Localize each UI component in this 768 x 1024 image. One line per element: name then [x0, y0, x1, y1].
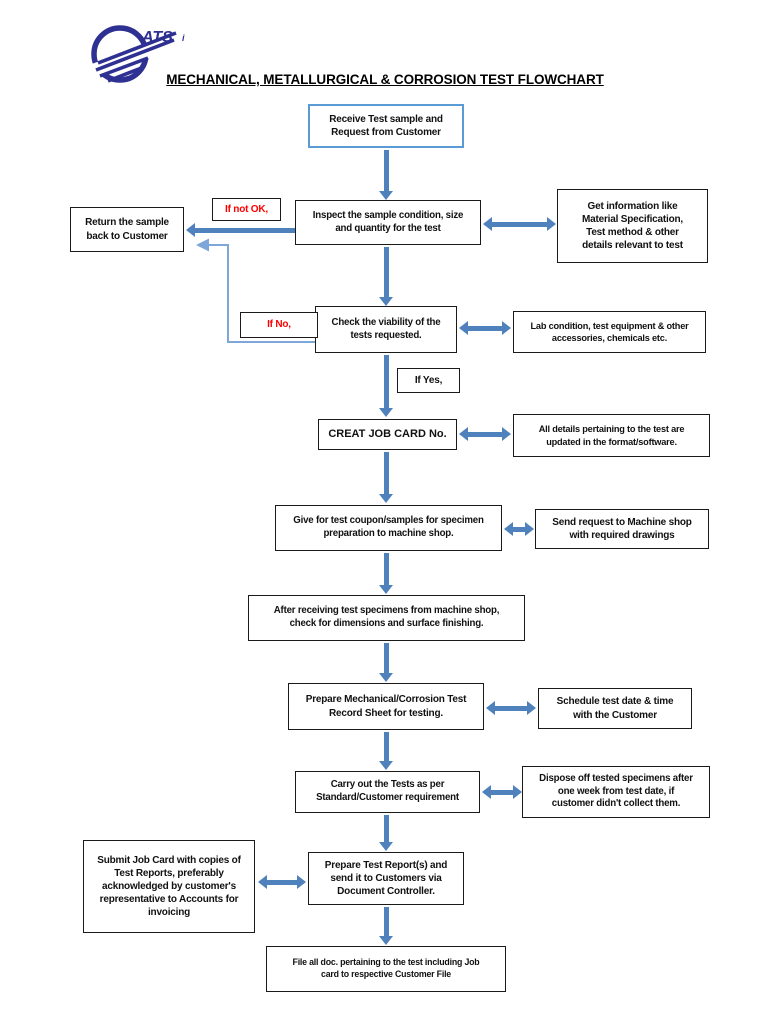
node-inspect-sample: Inspect the sample condition, size and q… — [295, 200, 481, 245]
arrow-check-lab — [459, 321, 511, 335]
arrow-jobcard-to-give — [379, 452, 393, 503]
node-return-sample: Return the sample back to Customer — [70, 207, 184, 252]
arrow-record-to-carry — [379, 732, 393, 770]
arrow-carry-dispose — [482, 785, 522, 799]
node-lab-condition: Lab condition, test equipment & other ac… — [513, 311, 706, 353]
company-logo: ATS i — [89, 25, 185, 83]
arrow-submit-report — [258, 875, 306, 889]
node-prepare-record-sheet: Prepare Mechanical/Corrosion Test Record… — [288, 683, 484, 730]
node-file-documents: File all doc. pertaining to the test inc… — [266, 946, 506, 992]
node-carry-out-tests: Carry out the Tests as per Standard/Cust… — [295, 771, 480, 813]
node-create-job-card: CREAT JOB CARD No. — [318, 419, 457, 450]
page-title: MECHANICAL, METALLURGICAL & CORROSION TE… — [166, 72, 604, 87]
label-if-not-ok: If not OK, — [212, 198, 281, 221]
node-receive-sample: Receive Test sample and Request from Cus… — [308, 104, 464, 148]
node-prepare-test-report: Prepare Test Report(s) and send it to Cu… — [308, 852, 464, 905]
arrow-jobcard-details — [459, 427, 511, 441]
arrow-carry-to-report — [379, 815, 393, 851]
arrow-inspect-to-return — [186, 223, 295, 237]
arrow-report-to-file — [379, 907, 393, 945]
node-schedule-test-date: Schedule test date & time with the Custo… — [538, 688, 692, 729]
node-after-receiving-specimens: After receiving test specimens from mach… — [248, 595, 525, 641]
node-submit-job-card: Submit Job Card with copies of Test Repo… — [83, 840, 255, 933]
arrow-after-to-record — [379, 643, 393, 682]
arrow-give-to-after — [379, 553, 393, 594]
node-give-test-coupon: Give for test coupon/samples for specime… — [275, 505, 502, 551]
arrow-receive-to-inspect — [379, 150, 393, 200]
node-dispose-specimens: Dispose off tested specimens after one w… — [522, 766, 710, 818]
logo-suffix: i — [182, 33, 185, 43]
logo-text: ATS — [141, 29, 173, 46]
arrow-give-send — [504, 522, 534, 536]
arrow-inspect-getinfo — [483, 217, 556, 231]
node-check-viability: Check the viability of the tests request… — [315, 306, 457, 353]
arrow-inspect-to-check — [379, 247, 393, 306]
arrow-record-schedule — [486, 701, 536, 715]
node-send-request-machine-shop: Send request to Machine shop with requir… — [535, 509, 709, 549]
node-get-information: Get information like Material Specificat… — [557, 189, 708, 263]
arrow-check-to-jobcard — [379, 355, 393, 417]
label-if-no: If No, — [240, 312, 318, 338]
node-all-details-updated: All details pertaining to the test are u… — [513, 414, 710, 457]
label-if-yes: If Yes, — [397, 368, 460, 393]
logo-stripes-icon — [95, 31, 177, 83]
